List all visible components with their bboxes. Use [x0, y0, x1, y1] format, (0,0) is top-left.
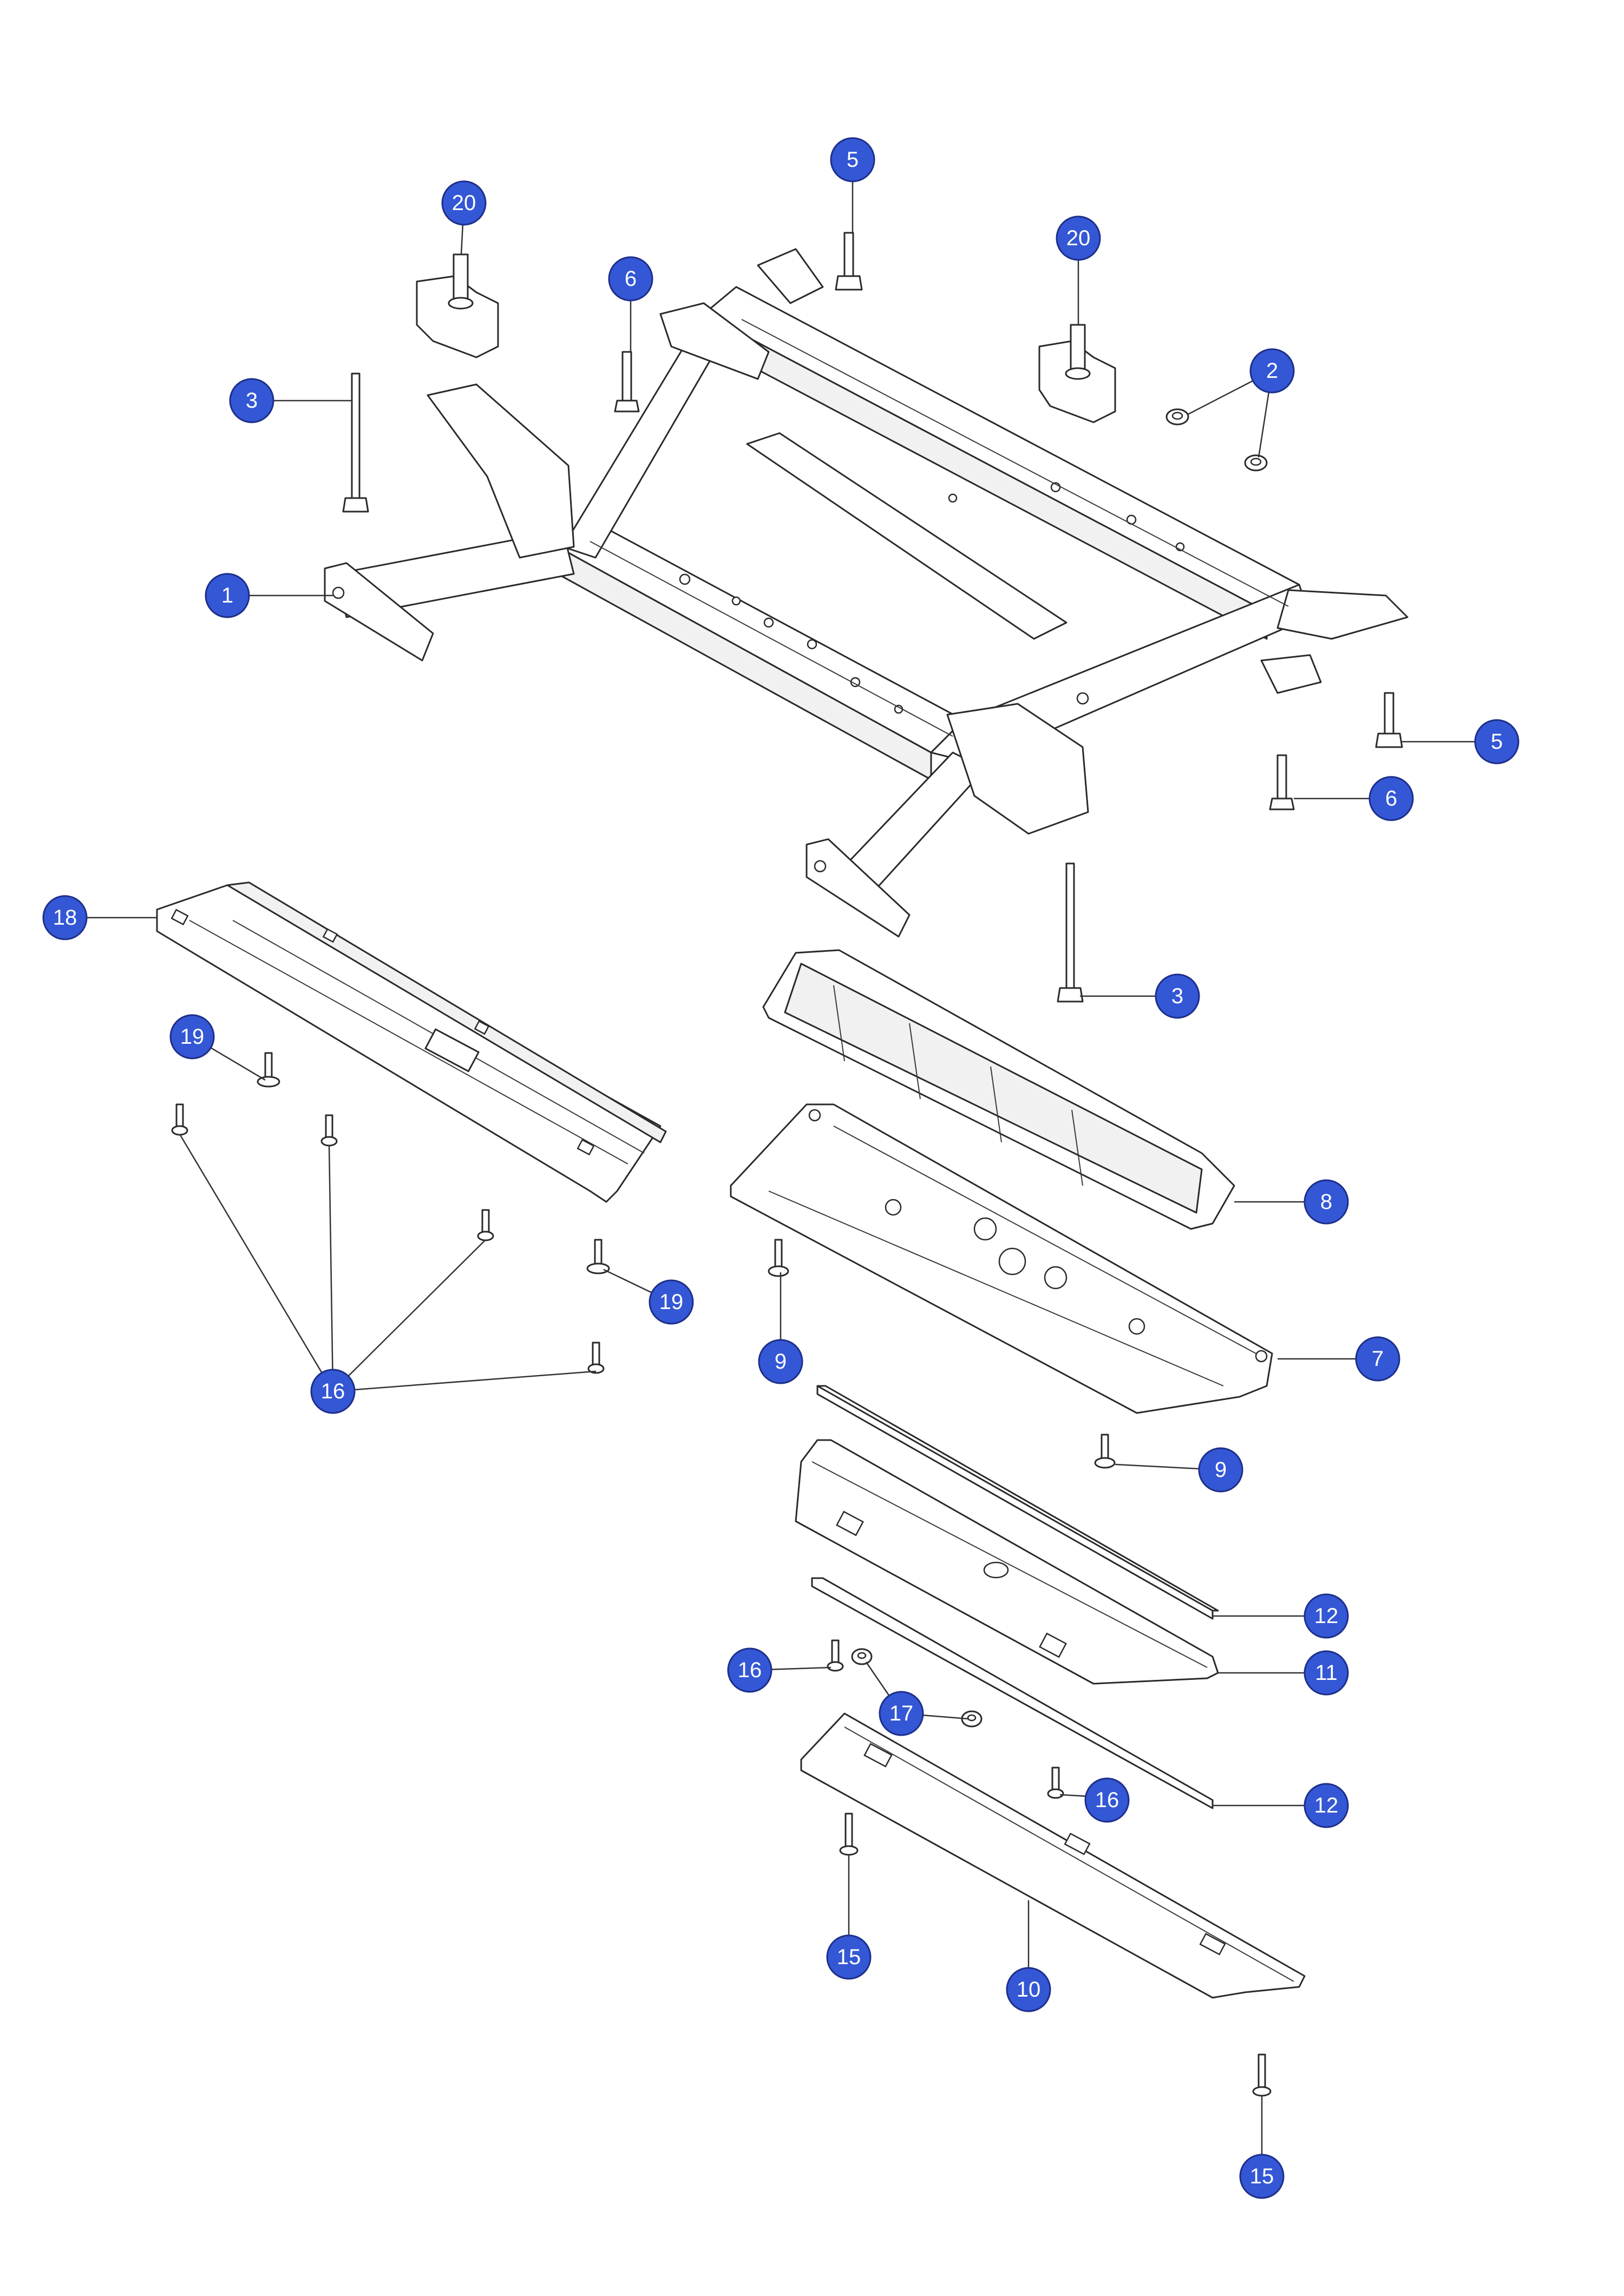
- callout-label: 1: [221, 584, 233, 607]
- subframe-mount-rear-right-lower: [1260, 654, 1322, 694]
- callout-6-right: 6: [1368, 776, 1414, 821]
- lower-heat-shield-plate: [730, 1103, 1273, 1414]
- callout-label: 15: [837, 1945, 861, 1969]
- center-shield: [795, 1439, 1219, 1685]
- callout-17: 17: [879, 1691, 924, 1736]
- callout-label: 20: [1066, 226, 1091, 250]
- callout-label: 5: [1491, 730, 1503, 754]
- callout-1: 1: [205, 573, 250, 618]
- callout-label: 7: [1372, 1347, 1384, 1371]
- stud-16-a: [171, 1103, 188, 1136]
- callout-15-bottom: 15: [1239, 2154, 1285, 2199]
- lower-shield: [800, 1712, 1306, 1999]
- callout-16-right: 16: [1084, 1777, 1130, 1823]
- callout-label: 16: [1095, 1788, 1119, 1812]
- stud-16-c: [477, 1209, 494, 1241]
- bolt-15-a: [839, 1813, 859, 1856]
- subframe-left-rail: [556, 519, 965, 754]
- stud-19-a: [257, 1052, 280, 1088]
- long-bolt-lower: [1057, 862, 1084, 1003]
- callout-2: 2: [1249, 348, 1295, 394]
- subframe-mount-front-right: [659, 302, 770, 380]
- callout-label: 5: [847, 148, 859, 172]
- subframe-mount-rear-right: [1276, 589, 1409, 640]
- callout-label: 3: [1171, 984, 1183, 1008]
- bolt-5-upper: [835, 232, 863, 291]
- screw-16-lower-left: [827, 1639, 844, 1672]
- bolt-6-upper: [614, 351, 640, 413]
- callout-18: 18: [42, 895, 88, 940]
- callout-3-lower: 3: [1155, 973, 1200, 1019]
- callout-label: 12: [1314, 1794, 1339, 1817]
- callout-16-center: 16: [727, 1647, 772, 1693]
- screw-16-lower-right: [1047, 1767, 1064, 1799]
- callout-16-left: 16: [310, 1369, 356, 1414]
- callout-19-left: 19: [169, 1014, 215, 1059]
- seal-strip-upper: [816, 1385, 1219, 1620]
- callout-6-upper: 6: [608, 256, 653, 302]
- subframe-assembly: [324, 248, 1409, 938]
- subframe-mid-tube: [746, 432, 1068, 640]
- callout-label: 19: [180, 1025, 205, 1049]
- nut-2-a: [1165, 408, 1189, 426]
- callout-5-right: 5: [1474, 719, 1520, 764]
- clip-17-a: [851, 1648, 873, 1665]
- nut-2-b: [1244, 454, 1268, 472]
- seal-strip-lower: [811, 1577, 1214, 1809]
- callout-11: 11: [1304, 1650, 1349, 1696]
- callout-12-upper: 12: [1304, 1593, 1349, 1639]
- callout-label: 6: [625, 267, 637, 291]
- callout-15-left: 15: [826, 1934, 872, 1980]
- subframe-rear-plate: [806, 838, 911, 938]
- callout-label: 9: [775, 1350, 787, 1373]
- bolt-15-b: [1252, 2053, 1272, 2097]
- stud-16-d: [587, 1342, 605, 1374]
- callout-label: 6: [1385, 787, 1397, 810]
- callout-5-upper: 5: [830, 137, 875, 182]
- callout-12-lower: 12: [1304, 1783, 1349, 1828]
- callout-label: 12: [1314, 1604, 1339, 1628]
- callout-19-right: 19: [649, 1279, 694, 1325]
- callout-label: 2: [1266, 359, 1278, 383]
- stud-19-b: [586, 1239, 610, 1274]
- callout-10: 10: [1006, 1967, 1051, 2012]
- callout-label: 9: [1215, 1458, 1227, 1482]
- callout-8: 8: [1304, 1179, 1349, 1225]
- callout-label: 18: [53, 906, 77, 930]
- callout-label: 17: [889, 1702, 914, 1725]
- bolt-5-right: [1375, 692, 1403, 748]
- callout-label: 19: [659, 1290, 684, 1314]
- mount-bracket-right: [1038, 324, 1116, 423]
- callout-label: 16: [321, 1379, 345, 1403]
- callout-label: 16: [738, 1658, 762, 1682]
- callout-label: 20: [452, 191, 476, 215]
- callout-20-right: 20: [1056, 215, 1101, 261]
- callout-3-upper: 3: [229, 378, 274, 423]
- side-shield: [156, 881, 667, 1203]
- callout-label: 8: [1320, 1190, 1332, 1214]
- upper-heat-shield: [762, 949, 1235, 1230]
- callout-20-left: 20: [441, 180, 487, 226]
- callouts: 1 2 3 3 5 5 6 6 7 8 9 9 10 11 12 12 15 1…: [42, 137, 1520, 2199]
- subframe-rear-arm: [843, 751, 986, 889]
- callout-label: 10: [1017, 1978, 1041, 2001]
- stud-16-b: [320, 1114, 338, 1147]
- callout-label: 15: [1250, 2164, 1274, 2188]
- mount-bracket-left: [416, 253, 499, 358]
- subframe-tower-front: [427, 383, 575, 559]
- bolt-9-a: [768, 1239, 789, 1277]
- bolt-9-b: [1094, 1434, 1116, 1469]
- bolt-6-right: [1269, 754, 1295, 810]
- subframe-mount-top: [757, 248, 824, 304]
- long-bolt-upper: [342, 372, 369, 513]
- callout-9-right: 9: [1198, 1447, 1243, 1493]
- subframe-tower-rear: [946, 703, 1089, 835]
- callout-label: 11: [1315, 1661, 1338, 1685]
- callout-7: 7: [1355, 1336, 1400, 1382]
- callout-label: 3: [246, 389, 258, 413]
- callout-9-left: 9: [758, 1339, 803, 1384]
